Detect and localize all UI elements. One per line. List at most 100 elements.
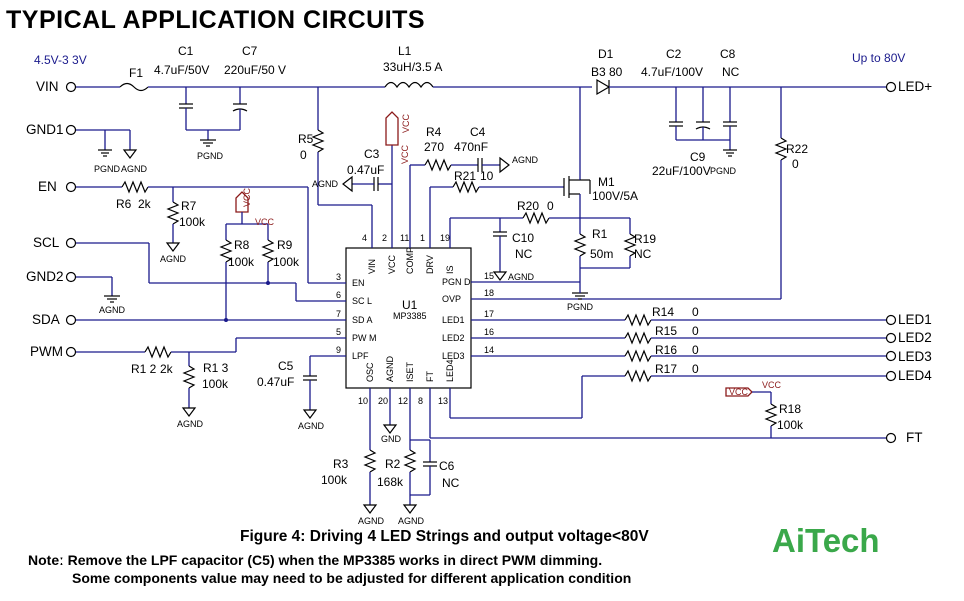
net-led-plus: LED+ [898, 79, 932, 94]
ic-pin-left-4: LPF [352, 351, 369, 361]
label-pgnd-1: PGND [94, 164, 121, 174]
ic-pin-bottom-0: OSC [365, 362, 375, 382]
resistor-r1 [573, 233, 587, 257]
label-vcc-6: VCC [242, 187, 252, 207]
resistor-r22 [774, 137, 788, 161]
label-r8: R8 [234, 238, 250, 252]
ic-part: MP3385 [393, 311, 427, 321]
ic-pin-right-3: LED2 [442, 333, 465, 343]
terminal-6 [65, 346, 77, 358]
inductor-l1 [384, 81, 434, 89]
terminal-12 [885, 432, 897, 444]
ic-pinnum-bottom-0: 10 [358, 396, 368, 406]
ic-pinnum-top-2: 11 [400, 233, 409, 243]
ic-pin-top-4: IS [445, 265, 455, 274]
label-r3-val: 100k [321, 473, 348, 487]
label-c9: C9 [690, 150, 706, 164]
net-pwm: PWM [30, 344, 63, 359]
led-resistor-4 [624, 369, 652, 383]
ic-pin-left-0: EN [352, 278, 365, 288]
ic-pinnum-bottom-1: 20 [378, 396, 388, 406]
label-c7-val: 220uF/50 V [224, 63, 286, 77]
ic-pin-right-1: OVP [442, 294, 461, 304]
resistor-r3 [363, 449, 377, 473]
ic-pin-right-0: PGN D [442, 277, 471, 287]
label-m1-val: 100V/5A [592, 189, 638, 203]
ic-ref: U1 [402, 298, 418, 312]
terminal-1 [65, 124, 77, 136]
label-agnd-10: AGND [398, 516, 425, 526]
label-c4: C4 [470, 125, 486, 139]
terminal-0 [65, 81, 77, 93]
label-c10-val: NC [515, 247, 533, 261]
ic-pinnum-top-4: 19 [440, 233, 450, 243]
label-c7: C7 [242, 44, 258, 58]
label-r12-val: 2k [160, 362, 174, 376]
ic-pinnum-left-2: 7 [336, 309, 341, 319]
resistor-r12 [144, 345, 172, 359]
label-c1: C1 [178, 44, 194, 58]
label-l1: L1 [398, 44, 412, 58]
ic-pin-top-3: DRV [425, 255, 435, 274]
label-pgnd-4: PGND [567, 302, 594, 312]
aitech-logo: AiTech [772, 522, 880, 559]
label-r16: R16 [655, 343, 677, 357]
label-r6-val: 2k [138, 197, 152, 211]
label-vcc-2: VCC [762, 380, 782, 390]
label-r20: R20 [517, 199, 539, 213]
label-c9-val: 22uF/100V [652, 164, 711, 178]
label-r13-val: 100k [202, 377, 229, 391]
label-c3: C3 [364, 147, 380, 161]
net-sda: SDA [32, 312, 60, 327]
ic-pinnum-top-0: 4 [362, 233, 367, 243]
ic-pinnum-right-0: 15 [484, 271, 494, 281]
net-en: EN [38, 179, 57, 194]
ic-pin-bottom-1: AGND [385, 355, 395, 382]
output-range: Up to 80V [852, 51, 905, 65]
label-r17: R17 [655, 362, 677, 376]
resistor-r7 [166, 201, 180, 225]
terminal-8 [885, 314, 897, 326]
net-scl: SCL [33, 235, 60, 250]
label-m1: M1 [598, 175, 615, 189]
label-r1: R1 [592, 227, 608, 241]
net-gnd1: GND1 [26, 122, 64, 137]
net-led3: LED3 [898, 349, 932, 364]
ic-pinnum-bottom-2: 12 [398, 396, 408, 406]
ic-pin-left-3: PW M [352, 333, 377, 343]
ic-pinnum-left-1: 6 [336, 290, 341, 300]
ic-pin-top-0: VIN [367, 259, 377, 274]
label-r20-val: 0 [547, 199, 554, 213]
net-vin: VIN [36, 79, 59, 94]
label-c5-val: 0.47uF [257, 375, 294, 389]
ic-pinnum-bottom-4: 13 [438, 396, 448, 406]
resistor-r5 [311, 129, 325, 153]
label-r16-val: 0 [692, 343, 699, 357]
figure-caption: Figure 4: Driving 4 LED Strings and outp… [240, 528, 649, 545]
label-r2-val: 168k [377, 475, 404, 489]
note-line-2: Some components value may need to be adj… [72, 570, 632, 586]
label-c6: C6 [439, 459, 455, 473]
label-agnd-7: AGND [177, 419, 204, 429]
net-led2: LED2 [898, 330, 932, 345]
terminal-3 [65, 237, 77, 249]
label-r12: R1 2 [131, 362, 157, 376]
label-c8: C8 [720, 47, 736, 61]
ic-pinnum-left-3: 5 [336, 327, 341, 337]
ic-pin-right-4: LED3 [442, 351, 465, 361]
label-vcc-3: VCC [729, 387, 749, 397]
ic-pinnum-right-3: 16 [484, 327, 494, 337]
ic-pinnum-right-1: 18 [484, 288, 494, 298]
resistor-r6 [121, 180, 149, 194]
label-r13: R1 3 [203, 361, 229, 375]
resistor-r21 [452, 180, 480, 194]
label-r14: R14 [652, 305, 674, 319]
resistor-r4 [424, 158, 452, 172]
label-gnd: GND [381, 434, 402, 444]
terminal-2 [65, 181, 77, 193]
ic-pinnum-right-2: 17 [484, 309, 494, 319]
resistor-r9 [261, 239, 275, 263]
ic-pin-top-1: VCC [387, 254, 397, 274]
ic-pin-left-2: SD A [352, 315, 373, 325]
